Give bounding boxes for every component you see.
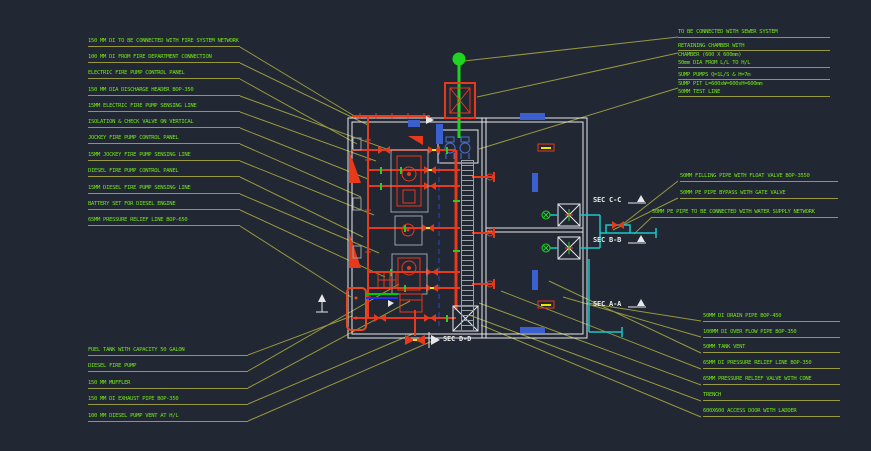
misc-marks	[316, 116, 434, 313]
label-access-door: 600X600 ACCESS DOOR WITH LADDER	[703, 408, 840, 417]
label-fuel-tank: FUEL TANK WITH CAPACITY 50 GALON	[88, 347, 248, 356]
label-relief-line: 65MM DI PRESSURE RELIEF LINE BOP-350	[703, 360, 840, 369]
label-drain-pipe: 50MM DI DRAIN PIPE BOP-450	[703, 313, 840, 322]
label-sewer-system: TO BE CONNECTED WITH SEWER SYSTEM	[678, 29, 830, 38]
label-tank-vent: 50MM TANK VENT	[703, 344, 840, 353]
label-pressure-relief-line: 65MM PRESSURE RELIEF LINE BOP-650	[88, 217, 240, 226]
label-sump-pumps: SUMP PUMPS Q=1L/S & H=7m SUMP PIT L=600x…	[678, 71, 830, 97]
section-label-cc: SEC C-C	[593, 196, 622, 204]
label-electric-pump-panel: ELECTRIC FIRE PUMP CONTROL PANEL	[88, 70, 240, 79]
label-fire-system-network: 150 MM DI TO BE CONNECTED WITH FIRE SYST…	[88, 38, 240, 47]
section-label-dd: SEC D-D	[443, 335, 472, 343]
label-diesel-fire-pump: DIESEL FIRE PUMP	[88, 363, 248, 372]
tank-level-gauges	[537, 143, 555, 309]
label-water-supply-network: 50MM PE PIPE TO BE CONNECTED WITH WATER …	[652, 209, 838, 218]
label-isolation-check-valve: ISOLATION & CHECK VALVE ON VERTICAL	[88, 119, 240, 128]
float-valve	[612, 221, 624, 229]
section-label-bb: SEC B-B	[593, 236, 622, 244]
door-swings	[349, 136, 423, 268]
retaining-chamber	[444, 52, 476, 138]
label-filling-pipe: 50MM FILLING PIPE WITH FLOAT VALVE BOP-3…	[680, 173, 838, 182]
green-flange-ticks	[380, 147, 460, 322]
label-diesel-pump-panel: DIESEL FIRE PUMP CONTROL PANEL	[88, 168, 240, 177]
valve-markers	[413, 147, 551, 341]
label-overflow-pipe: 100MM DI OVER FLOW PIPE BOP-350	[703, 329, 840, 338]
pump-units	[352, 137, 429, 313]
section-arrows	[428, 195, 646, 348]
door-valve-marks	[565, 209, 573, 254]
label-relief-valve-cone: 65MM PRESSURE RELIEF VALVE WITH CONE	[703, 376, 840, 385]
label-jockey-pump-panel: JOCKEY FIRE PUMP CONTROL PANEL	[88, 135, 240, 144]
label-trench: TRENCH	[703, 392, 840, 401]
label-bypass-gate-valve: 50MM PE PIPE BYPASS WITH GATE VALVE	[680, 190, 838, 199]
label-muffler: 150 MM MUFFLER	[88, 380, 248, 389]
label-battery-set: BATTERY SET FOR DIESEL ENGINE	[88, 201, 240, 210]
label-electric-sensing-line: 15MM ELECTRIC FIRE PUMP SENSING LINE	[88, 103, 240, 112]
trench-hatch	[461, 160, 474, 330]
label-exhaust-pipe: 150 MM DI EXHAUST PIPE BOP-350	[88, 396, 248, 405]
label-diesel-vent: 100 MM DIESEL PUMP VENT AT H/L	[88, 413, 248, 422]
label-diesel-sensing-line: 15MM DIESEL FIRE PUMP SENSING LINE	[88, 185, 240, 194]
section-label-aa: SEC A-A	[593, 300, 622, 308]
label-jockey-sensing-line: 15MM JOCKEY FIRE PUMP SENSING LINE	[88, 152, 240, 161]
label-fire-dept-connection: 100 MM DI FROM FIRE DEPARTMENT CONNECTIO…	[88, 54, 240, 63]
gate-valves	[541, 210, 551, 253]
label-discharge-header: 150 MM DIA DISCHARGE HEADER BOP-350	[88, 87, 240, 96]
fuel-tank	[346, 287, 398, 331]
wall-sleeves	[408, 113, 545, 333]
label-retaining-chamber: RETAINING CHAMBER WITH CHAMBER (600 X 60…	[678, 42, 830, 68]
cyan-piping	[550, 214, 657, 337]
